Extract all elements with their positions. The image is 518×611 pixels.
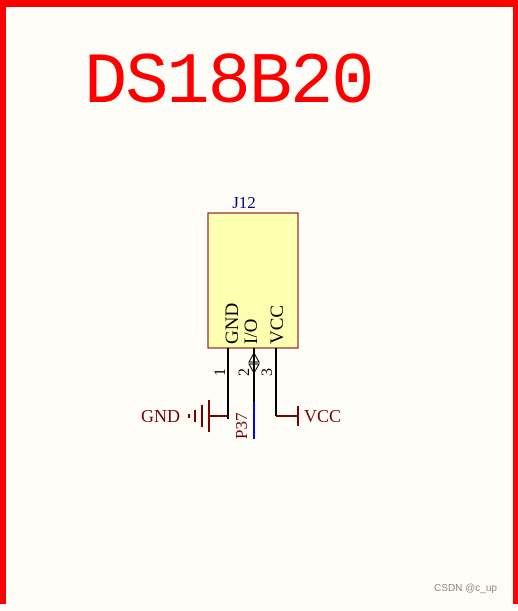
io-arrow-up-icon [248, 351, 260, 363]
io-net-label: P37 [232, 412, 251, 439]
schematic-title: DS18B20 [84, 42, 374, 124]
pin-number-2: 2 [236, 368, 253, 376]
ground-symbol-icon [188, 400, 210, 432]
pin-name-gnd: GND [222, 303, 243, 344]
pin-number-3: 3 [259, 368, 276, 376]
pin-name-io: I/O [241, 319, 262, 344]
vcc-net-label: VCC [304, 406, 341, 426]
pin-name-vcc: VCC [267, 305, 288, 344]
watermark: CSDN @c_up [434, 583, 497, 594]
component-body[interactable] [207, 212, 299, 349]
gnd-net-label: GND [141, 406, 180, 426]
schematic-canvas: J12 GND I/O VCC 1 2 3 GND P37 [141, 193, 341, 439]
io-arrow-down-icon [248, 363, 260, 375]
pin-number-1: 1 [212, 368, 229, 376]
component-designator: J12 [232, 193, 256, 212]
